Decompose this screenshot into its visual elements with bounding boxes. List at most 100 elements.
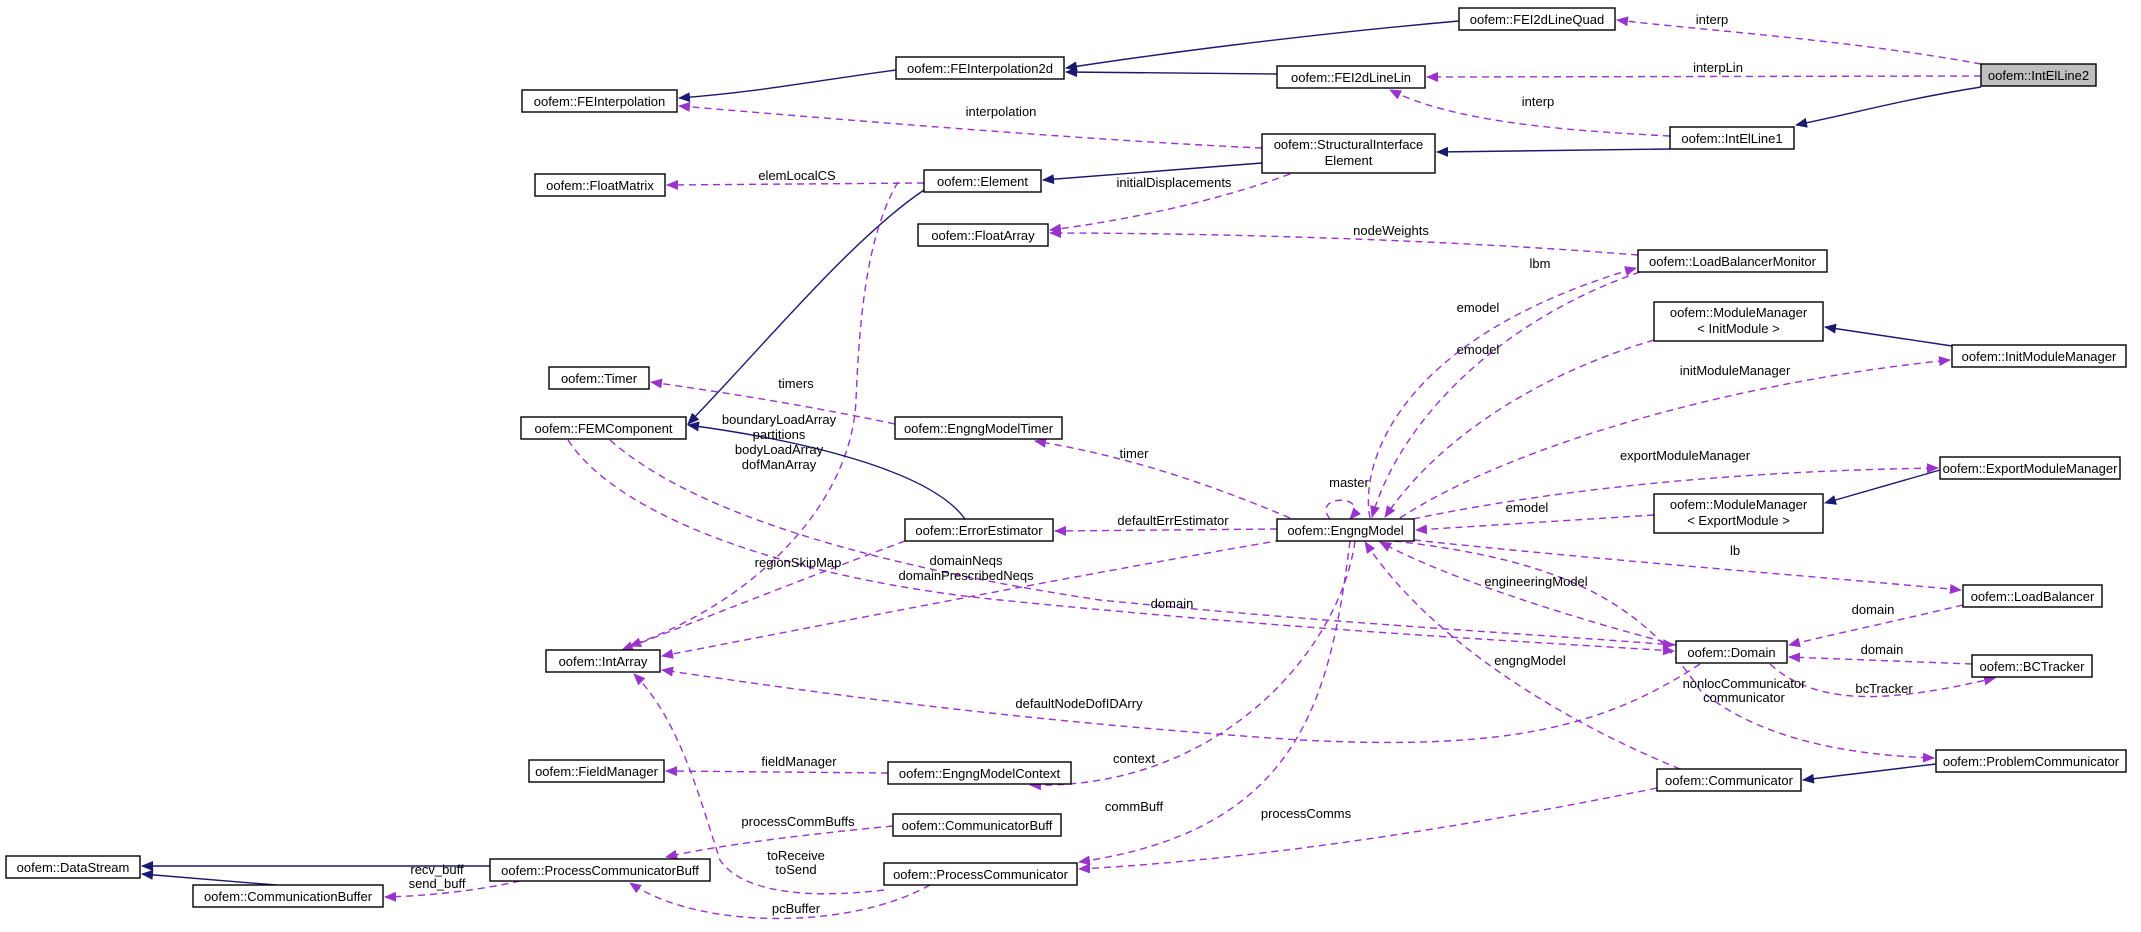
edge-domain-lb xyxy=(1788,604,1964,648)
class-node-processcommunicatorbuff[interactable]: oofem::ProcessCommunicatorBuff xyxy=(489,858,711,882)
edge-label: send_buff xyxy=(409,876,466,891)
edge-lbm xyxy=(1367,266,1637,519)
class-node-modulemanagerexport[interactable]: oofem::ModuleManager< ExportModule > xyxy=(1653,493,1824,534)
edge-label: partitions xyxy=(753,427,806,442)
edge-domainneqs xyxy=(661,539,1283,659)
edge-inh-quad xyxy=(1065,20,1460,72)
edge-interplin xyxy=(1426,71,1982,82)
edge-nonloccomm xyxy=(1393,540,1935,763)
edge-domain-fem xyxy=(609,439,1675,650)
class-box xyxy=(1637,249,1828,273)
class-name: < ExportModule > xyxy=(1687,513,1790,528)
edge-label: commBuff xyxy=(1105,799,1164,814)
class-node-problemcommunicator[interactable]: oofem::ProblemCommunicator xyxy=(1935,749,2127,773)
edge-master xyxy=(1325,499,1362,520)
class-node-feinterpolation[interactable]: oofem::FEInterpolation xyxy=(521,89,678,113)
class-node-intelline1[interactable]: oofem::IntElLine1 xyxy=(1669,126,1795,150)
edge-processcommbuffs xyxy=(665,825,894,860)
edge-inh-initmm xyxy=(1824,323,1953,347)
edge-label: processCommBuffs xyxy=(741,814,855,829)
class-name: oofem::EngngModelTimer xyxy=(904,421,1054,436)
edge-timer xyxy=(1034,437,1291,519)
class-node-communicationbuffer[interactable]: oofem::CommunicationBuffer xyxy=(192,884,384,908)
edge-label: elemLocalCS xyxy=(758,168,836,183)
edge-label: nonlocCommunicator xyxy=(1683,676,1807,691)
edge-emodel-mmexp xyxy=(1415,514,1655,535)
edge-emodel-mminit xyxy=(1384,339,1655,518)
class-name: oofem::StructuralInterface xyxy=(1274,137,1424,152)
class-node-modulemanagerinit[interactable]: oofem::ModuleManager< InitModule > xyxy=(1653,301,1824,342)
edge-label: emodel xyxy=(1506,500,1549,515)
class-node-fei2dlinelin[interactable]: oofem::FEI2dLineLin xyxy=(1276,65,1426,89)
class-box xyxy=(1276,65,1426,89)
class-box xyxy=(887,761,1072,785)
class-node-fieldmanager[interactable]: oofem::FieldManager xyxy=(528,759,665,783)
class-name: oofem::FEInterpolation xyxy=(534,94,666,109)
edge-label: dofManArray xyxy=(742,457,817,472)
class-box xyxy=(892,813,1062,837)
edge-emodel-lbm xyxy=(1370,271,1641,518)
edge-label: timers xyxy=(778,376,814,391)
class-node-element[interactable]: oofem::Element xyxy=(923,169,1042,193)
edge-defaulterrest xyxy=(1054,525,1278,536)
class-node-intarray[interactable]: oofem::IntArray xyxy=(545,649,661,673)
class-node-engngmodeltimer[interactable]: oofem::EngngModelTimer xyxy=(894,416,1063,440)
class-name: oofem::LoadBalancer xyxy=(1971,589,2095,604)
class-box xyxy=(1653,493,1824,534)
class-node-floatmatrix[interactable]: oofem::FloatMatrix xyxy=(534,173,666,197)
class-name: oofem::FloatMatrix xyxy=(546,178,654,193)
class-box xyxy=(1971,654,2093,678)
class-node-fei2dlinequad[interactable]: oofem::FEI2dLineQuad xyxy=(1458,7,1616,31)
class-box xyxy=(548,366,650,390)
edge-elemlocalcs xyxy=(666,179,925,190)
edge-label: nodeWeights xyxy=(1353,223,1429,238)
edge-label: bodyLoadArray xyxy=(735,442,824,457)
class-node-errorestimator[interactable]: oofem::ErrorEstimator xyxy=(904,518,1054,542)
class-node-bctracker[interactable]: oofem::BCTracker xyxy=(1971,654,2093,678)
edge-commbuff xyxy=(1078,540,1351,866)
class-name: oofem::FloatArray xyxy=(931,228,1035,243)
class-node-communicatorbuff[interactable]: oofem::CommunicatorBuff xyxy=(892,813,1062,837)
edge-fieldmanager xyxy=(665,766,889,777)
edge-inh-exportmm xyxy=(1824,469,1941,505)
edge-label: regionSkipMap xyxy=(755,555,842,570)
edge-inh-element xyxy=(1042,162,1263,185)
class-node-floatarray[interactable]: oofem::FloatArray xyxy=(917,223,1049,247)
edge-label: boundaryLoadArray xyxy=(722,412,837,427)
class-node-timer[interactable]: oofem::Timer xyxy=(548,366,650,390)
class-node-femcomponent[interactable]: oofem::FEMComponent xyxy=(520,416,687,440)
class-name: oofem::FEMComponent xyxy=(534,421,672,436)
edge-label: initModuleManager xyxy=(1680,363,1791,378)
class-box xyxy=(5,855,141,879)
edge-initmodulemanager xyxy=(1399,356,1951,519)
edge-label: domain xyxy=(1861,642,1904,657)
class-node-engngmodelcontext[interactable]: oofem::EngngModelContext xyxy=(887,761,1072,785)
class-node-initmodulemanager[interactable]: oofem::InitModuleManager xyxy=(1951,344,2127,368)
class-box xyxy=(1980,63,2097,87)
edge-label: lb xyxy=(1730,543,1740,558)
class-name: oofem::FEI2dLineLin xyxy=(1291,70,1411,85)
edge-label: emodel xyxy=(1457,342,1500,357)
class-name: oofem::EngngModel xyxy=(1287,523,1403,538)
class-box xyxy=(917,223,1049,247)
class-node-loadbalancer[interactable]: oofem::LoadBalancer xyxy=(1962,584,2103,608)
class-name: oofem::IntArray xyxy=(559,654,648,669)
class-node-engngmodel[interactable]: oofem::EngngModel xyxy=(1276,518,1415,542)
edge-lb xyxy=(1413,539,1962,594)
class-node-communicator[interactable]: oofem::Communicator xyxy=(1656,768,1802,792)
class-node-intelline2[interactable]: oofem::IntElLine2 xyxy=(1980,63,2097,87)
class-node-exportmodulemanager[interactable]: oofem::ExportModuleManager xyxy=(1939,456,2121,480)
class-node-loadbalancermonitor[interactable]: oofem::LoadBalancerMonitor xyxy=(1637,249,1828,273)
class-node-datastream[interactable]: oofem::DataStream xyxy=(5,855,141,879)
class-node-processcommunicator[interactable]: oofem::ProcessCommunicator xyxy=(883,862,1078,886)
class-name: oofem::IntElLine2 xyxy=(1988,68,2089,83)
class-box xyxy=(1675,640,1788,664)
class-node-domain[interactable]: oofem::Domain xyxy=(1675,640,1788,664)
edge-defaultnodedof xyxy=(661,663,1701,744)
edge-toreceive xyxy=(633,673,885,895)
edge-label: defaultErrEstimator xyxy=(1117,513,1229,528)
class-node-feinterpolation2d[interactable]: oofem::FEInterpolation2d xyxy=(895,56,1065,80)
